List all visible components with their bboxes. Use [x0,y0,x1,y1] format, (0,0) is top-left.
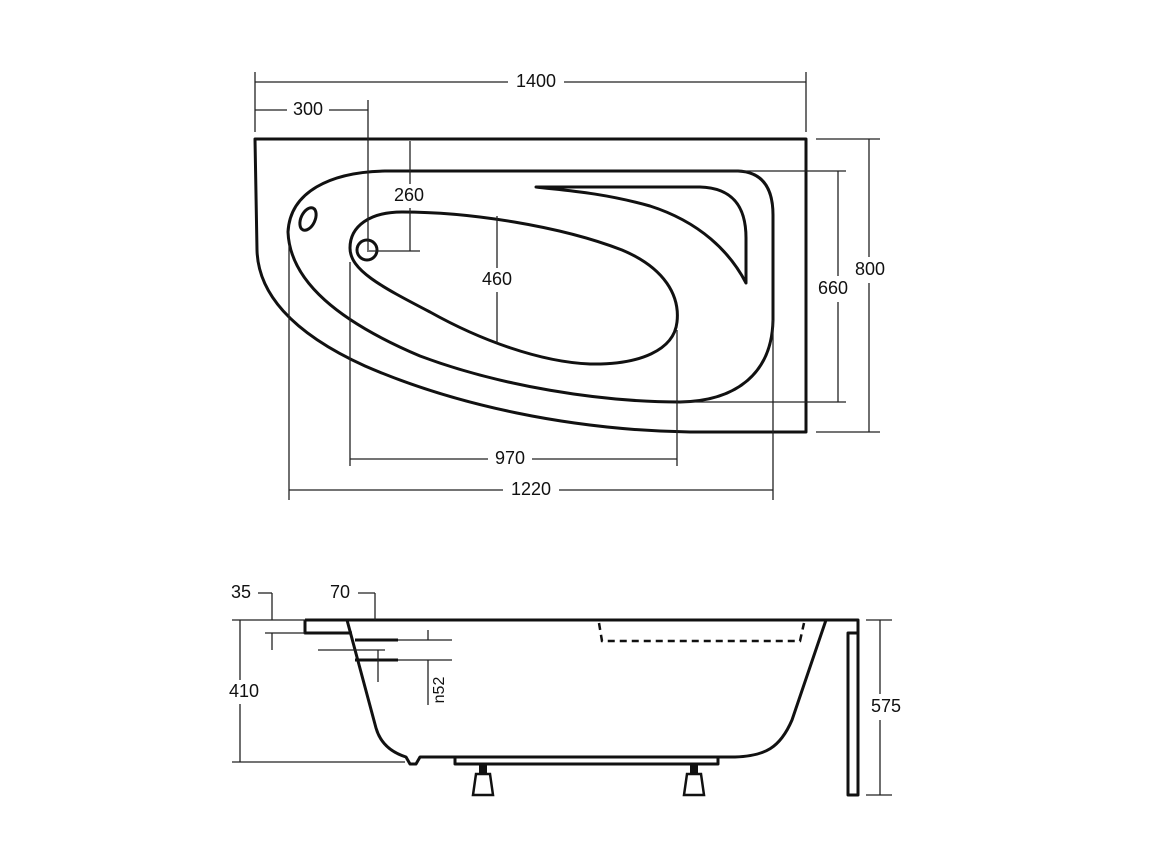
dimension-label: 70 [330,582,350,602]
armrest-outline [534,185,748,285]
tub-side-profile [303,618,860,797]
drain-icon [355,238,379,262]
dimension-label: n52 [431,677,448,704]
foot-right [682,764,706,797]
dimension-label: 35 [231,582,251,602]
dimension-label: 970 [495,448,525,468]
dimension-label: 1220 [511,479,551,499]
tub-rim-outline [286,169,775,404]
dimension-300: 300 [255,98,369,250]
foot-left [471,764,495,797]
dimension-35: 35 [231,582,305,650]
dimension-label: 300 [293,99,323,119]
top-view: 1400 300 260 460 970 [253,70,892,502]
dimension-410: 410 [222,620,405,763]
dimension-1220: 1220 [288,245,774,502]
overflow-icon [298,206,318,232]
dimension-label: 260 [394,185,424,205]
dimension-label: 800 [855,259,885,279]
dimension-660: 660 [630,170,856,403]
dimension-800: 800 [816,138,892,433]
armrest-hidden-line [597,622,806,643]
dimension-label: 660 [818,278,848,298]
dimension-label: 410 [229,681,259,701]
dimension-970: 970 [349,262,678,471]
tub-basin-outline [348,210,679,366]
dimension-label: 575 [871,696,901,716]
side-view: 35 70 n52 410 575 [222,582,908,797]
dimension-260: 260 [367,141,431,252]
dimension-70: 70 [330,582,376,620]
dimension-575: 575 [866,619,908,796]
dimension-460: 460 [476,216,518,343]
base-frame [453,757,720,766]
dimension-1400: 1400 [254,70,807,132]
dimension-label: 1400 [516,71,556,91]
dimension-label: 460 [482,269,512,289]
tub-outer-outline [253,137,808,434]
dimension-n52: n52 [318,630,452,705]
